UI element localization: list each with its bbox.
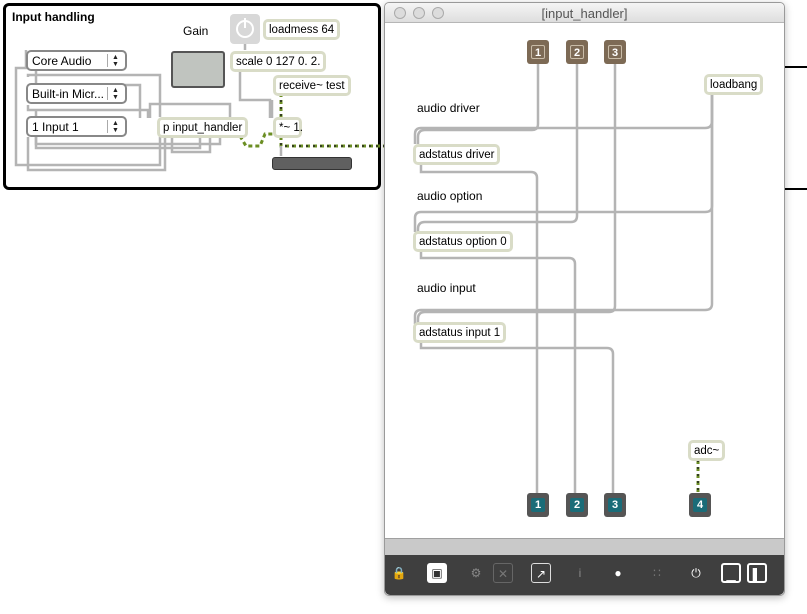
zoom-window-button[interactable] [432, 7, 444, 19]
minimize-window-button[interactable] [413, 7, 425, 19]
adstatus-input-object[interactable]: adstatus input 1 [413, 322, 507, 343]
menu-arrows-icon: ▲▼ [107, 54, 123, 68]
close-window-button[interactable] [394, 7, 406, 19]
receive-object[interactable]: receive~ test [273, 75, 351, 96]
menu-arrows-icon: ▲▼ [107, 120, 123, 134]
comment-audio-option: audio option [417, 189, 483, 203]
loadmess-object[interactable]: loadmess 64 [263, 19, 341, 40]
device-menu[interactable]: Built-in Micr... ▲▼ [26, 83, 127, 104]
driver-menu[interactable]: Core Audio ▲▼ [26, 50, 127, 71]
loadbang-object[interactable]: loadbang [704, 74, 764, 95]
outlet-4[interactable]: 4 [689, 493, 711, 517]
inlet-1[interactable]: 1 [527, 40, 549, 64]
device-menu-value: Built-in Micr... [32, 87, 105, 101]
subpatcher-cords [413, 64, 714, 498]
inspector-icon[interactable]: i [578, 566, 582, 580]
bottom-panel-icon[interactable]: ▁ [721, 563, 741, 583]
driver-menu-value: Core Audio [32, 54, 92, 68]
subpatcher-titlebar [385, 3, 784, 23]
debug-icon[interactable]: ↗ [531, 563, 551, 583]
clear-icon[interactable]: ✕ [493, 563, 513, 583]
subpatcher-toolbar [385, 555, 784, 595]
dsp-icon[interactable]: ⏻ [691, 566, 701, 580]
subpatcher-window-title: [input_handler] [541, 6, 628, 21]
outlet-3[interactable]: 3 [604, 493, 626, 517]
scale-object[interactable]: scale 0 127 0. 2. [230, 51, 327, 72]
side-panel-icon[interactable]: ▌ [747, 563, 767, 583]
snap-icon[interactable]: ⚙ [470, 566, 482, 580]
subpatcher-status-bar [385, 538, 784, 555]
p-input-handler-object[interactable]: p input_handler [157, 117, 249, 138]
input-menu[interactable]: 1 Input 1 ▲▼ [26, 116, 127, 137]
adc-object[interactable]: adc~ [688, 440, 726, 461]
input-menu-value: 1 Input 1 [32, 120, 79, 134]
lock-icon[interactable]: 🔒 [391, 566, 407, 580]
signal-output-bar[interactable] [272, 157, 352, 170]
multiply-signal-object[interactable]: *~ 1. [273, 117, 303, 138]
gain-meter[interactable] [171, 51, 225, 88]
presentation-icon[interactable]: ▣ [427, 563, 447, 583]
grid-icon[interactable]: ∷ [653, 566, 661, 580]
patch-cord-icon[interactable]: ● [614, 566, 622, 580]
background-window-edge [781, 66, 807, 190]
inlet-3[interactable]: 3 [604, 40, 626, 64]
outlet-2[interactable]: 2 [566, 493, 588, 517]
comment-audio-input: audio input [417, 281, 476, 295]
outlet-1[interactable]: 1 [527, 493, 549, 517]
gain-dial[interactable] [230, 14, 260, 44]
adstatus-option-object[interactable]: adstatus option 0 [413, 231, 513, 252]
main-patcher-title: Input handling [12, 10, 95, 24]
comment-audio-driver: audio driver [417, 101, 480, 115]
gain-label: Gain [183, 24, 209, 38]
menu-arrows-icon: ▲▼ [107, 87, 123, 101]
inlet-2[interactable]: 2 [566, 40, 588, 64]
adstatus-driver-object[interactable]: adstatus driver [413, 144, 501, 165]
